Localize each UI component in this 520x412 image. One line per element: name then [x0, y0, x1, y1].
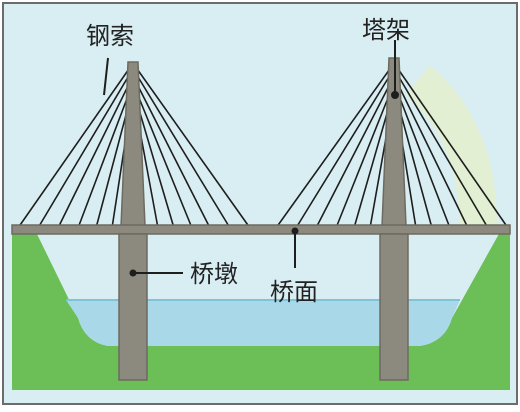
- left-tower-cables: [17, 65, 251, 229]
- tower-leader-dot: [391, 91, 399, 99]
- cable-label: 钢索: [86, 22, 134, 50]
- tower-label: 塔架: [362, 16, 410, 44]
- deck-label: 桥面: [270, 278, 318, 306]
- left-pier: [118, 233, 148, 381]
- leader-lines: [103, 40, 396, 274]
- river-water: [66, 300, 460, 346]
- right-pier: [379, 233, 409, 381]
- deck-leader-dot: [291, 227, 299, 235]
- image-frame: [2, 2, 518, 405]
- pier-leader-dot: [129, 269, 137, 277]
- cable-leader: [103, 57, 109, 96]
- right-tower-cables: [275, 65, 509, 229]
- bridge-deck: [11, 224, 511, 235]
- pier-label: 桥墩: [190, 260, 238, 288]
